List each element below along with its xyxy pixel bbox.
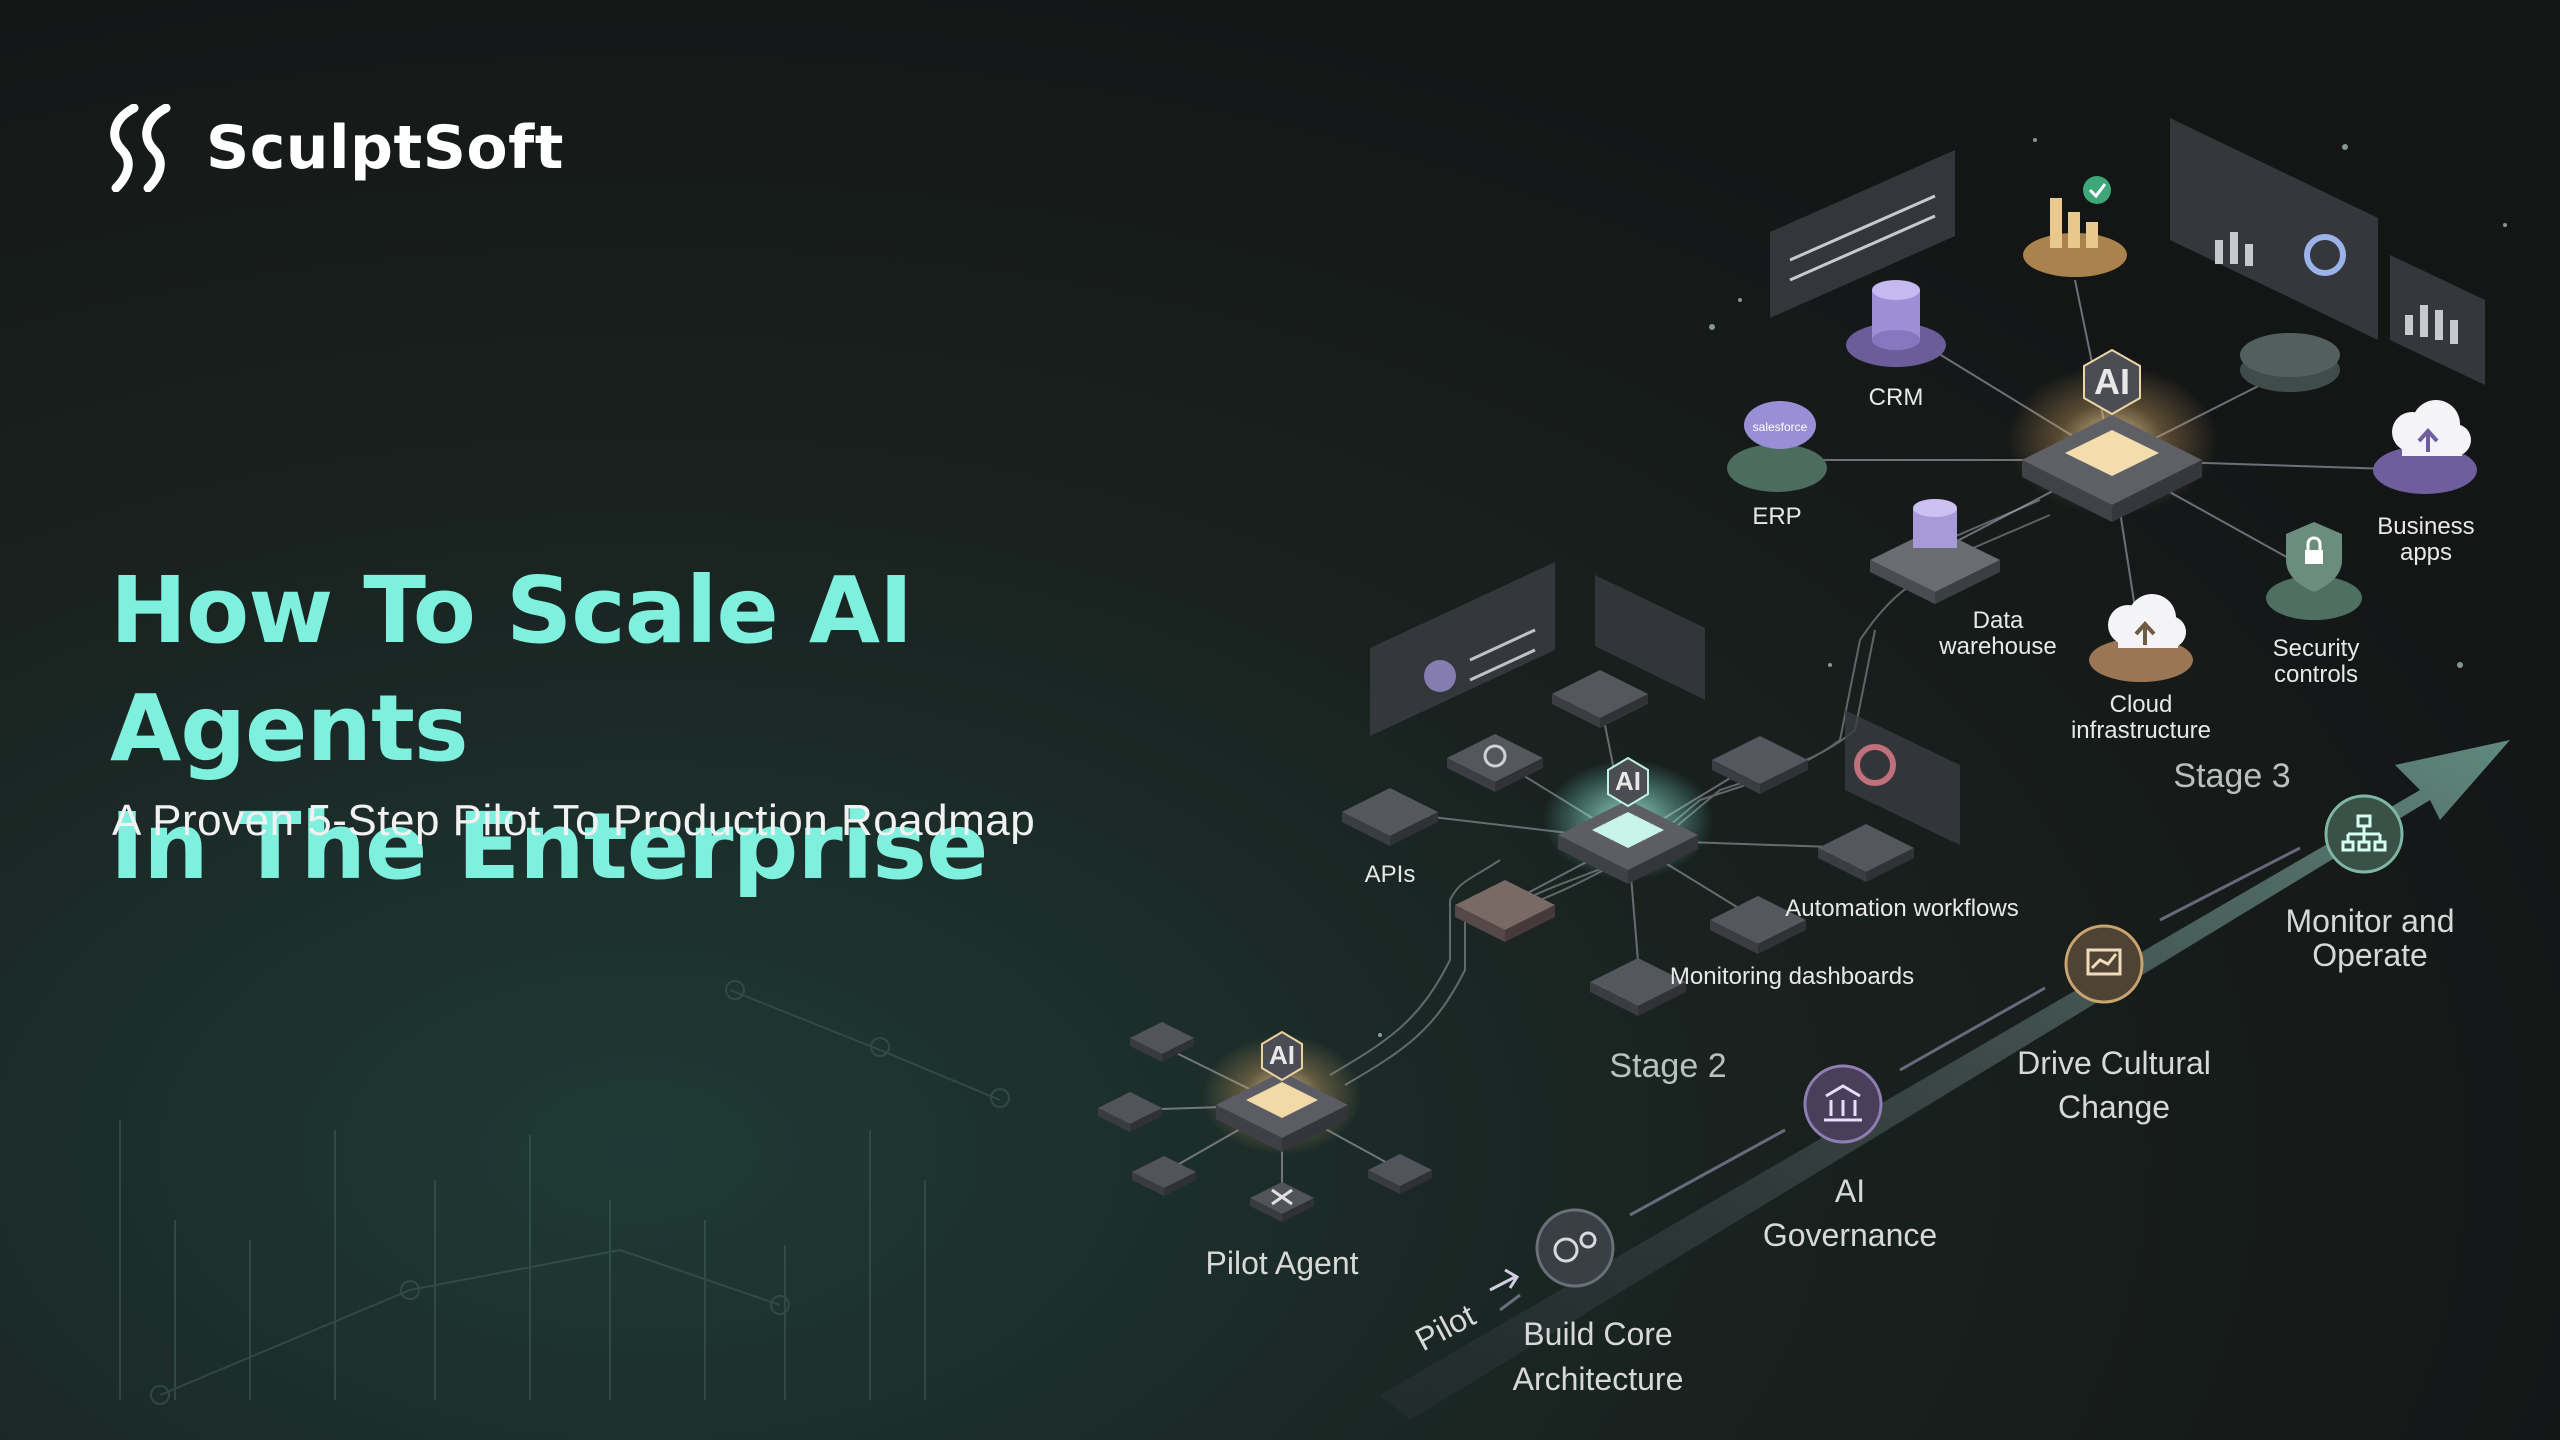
stage-3-label: Stage 3 (2173, 757, 2290, 795)
gears-icon (1553, 1231, 1597, 1263)
step-1-line-1: Build Core (1523, 1316, 1672, 1352)
erp-badge-text: salesforce (1753, 420, 1808, 434)
stage-2-cluster[interactable]: AI APIs Automation workflows Monitoring … (1342, 562, 2019, 1085)
node-business-apps-line-2: apps (2400, 539, 2452, 566)
upload-icon (2134, 621, 2156, 645)
stage-2-tile-monitoring (1710, 896, 1806, 954)
node-security: Security controls (2266, 522, 2362, 688)
stage-2-tile-bottom (1590, 958, 1686, 1016)
stage-3-screen-dashboard (2170, 118, 2378, 340)
trend-board-icon (2086, 948, 2122, 976)
node-cloud: Cloud infrastructure (2071, 594, 2211, 744)
stage-3-cluster[interactable]: AI CRM salesforce ERP (1727, 118, 2485, 795)
node-erp: salesforce ERP (1727, 401, 1827, 530)
step-4-line-1: Monitor and (2286, 903, 2455, 939)
stage-2-screen-right (1595, 575, 1960, 845)
pilot-agent-label: Pilot Agent (1206, 1245, 1359, 1281)
pilot-tile-3 (1132, 1156, 1196, 1196)
page-subtitle: A Proven 5-Step Pilot To Production Road… (112, 796, 1036, 845)
roadmap-arrow (1380, 740, 2510, 1420)
pilot-tile-2 (1098, 1092, 1162, 1132)
hierarchy-icon (2341, 814, 2387, 852)
stage-2-label: Stage 2 (1609, 1047, 1726, 1085)
stage-3-screen-code (1770, 150, 1955, 318)
tools-icon (1271, 1188, 1293, 1206)
node-cloud-line-1: Cloud (2110, 691, 2173, 718)
ai-hex-badge (1261, 1030, 1303, 1082)
node-apis-label: APIs (1365, 861, 1416, 888)
node-monitoring-label: Monitoring dashboards (1670, 963, 1914, 990)
stage-2-tile-cloud (1712, 736, 1808, 794)
node-puck (2240, 333, 2340, 392)
pilot-hub-label: AI (1269, 1040, 1295, 1070)
step-1-line-2: Architecture (1513, 1361, 1684, 1397)
node-data-warehouse: Data warehouse (1870, 499, 2057, 660)
stage-3-screen-chart (2390, 255, 2485, 385)
node-security-line-1: Security (2273, 635, 2360, 662)
bank-icon (1824, 1084, 1862, 1122)
node-business-apps-line-1: Business (2377, 513, 2474, 540)
stage-2-tile-automation (1818, 824, 1914, 882)
node-data-warehouse-line-2: warehouse (1938, 633, 2056, 660)
gear-icon (1483, 744, 1507, 768)
step-2-line-1: AI (1835, 1173, 1865, 1209)
roadmap-step-governance[interactable]: AI Governance (1763, 1064, 1937, 1253)
stage-2-tile-top (1552, 670, 1648, 728)
node-crm-label: CRM (1869, 384, 1924, 411)
step-3-line-1: Drive Cultural (2017, 1045, 2211, 1081)
stage-2-tile-gear (1447, 734, 1543, 792)
pilot-tile-1 (1130, 1022, 1194, 1062)
node-cloud-line-2: infrastructure (2071, 717, 2211, 744)
stage-2-tile-apis (1342, 788, 1438, 846)
ai-hex-badge (1607, 756, 1649, 808)
node-security-line-2: controls (2274, 661, 2358, 688)
node-analytics (2023, 176, 2127, 277)
background-decoration (119, 980, 1010, 1405)
lock-icon (2305, 550, 2323, 564)
node-business-apps: Business apps (2373, 400, 2477, 566)
roadmap-step-culture[interactable]: Drive Cultural Change (2017, 924, 2211, 1125)
roadmap-step-build-core[interactable]: Build Core Architecture (1513, 1208, 1684, 1397)
pilot-tile-5 (1368, 1154, 1432, 1194)
pilot-tile-tools (1250, 1182, 1314, 1222)
node-erp-label: ERP (1752, 503, 1801, 530)
node-crm: CRM (1846, 280, 1946, 411)
step-3-line-2: Change (2058, 1089, 2170, 1125)
brand-name: SculptSoft (206, 113, 564, 183)
roadmap-step-connectors (1499, 846, 2301, 1312)
page-title-line-1: How To Scale AI Agents (110, 557, 913, 782)
page-title-line-2: In The Enterprise (110, 793, 988, 900)
decorative-stars (1378, 138, 2507, 1037)
stage-2-hub-label: AI (1615, 766, 1641, 796)
pilot-agent-cluster[interactable]: AI Pilot Agent (1098, 1022, 1432, 1281)
start-arrow-icon (1489, 1268, 1520, 1292)
page-title: How To Scale AI Agents In The Enterprise (110, 552, 1290, 906)
upload-icon (2417, 428, 2439, 452)
ai-hex-badge (2083, 348, 2141, 416)
step-2-line-2: Governance (1763, 1217, 1937, 1253)
node-automation-label: Automation workflows (1785, 895, 2018, 922)
node-data-warehouse-line-1: Data (1973, 607, 2024, 634)
check-badge-icon (2083, 176, 2111, 204)
step-4-line-2: Operate (2312, 937, 2428, 973)
stage-2-tile-server (1455, 880, 1555, 942)
brand-logo[interactable]: SculptSoft (104, 104, 564, 192)
stage-2-screen-left (1370, 562, 1555, 736)
stage-3-hub-label: AI (2094, 361, 2130, 402)
s-mark-icon (110, 104, 171, 192)
roadmap-step-monitor[interactable]: Monitor and Operate (2286, 794, 2455, 973)
